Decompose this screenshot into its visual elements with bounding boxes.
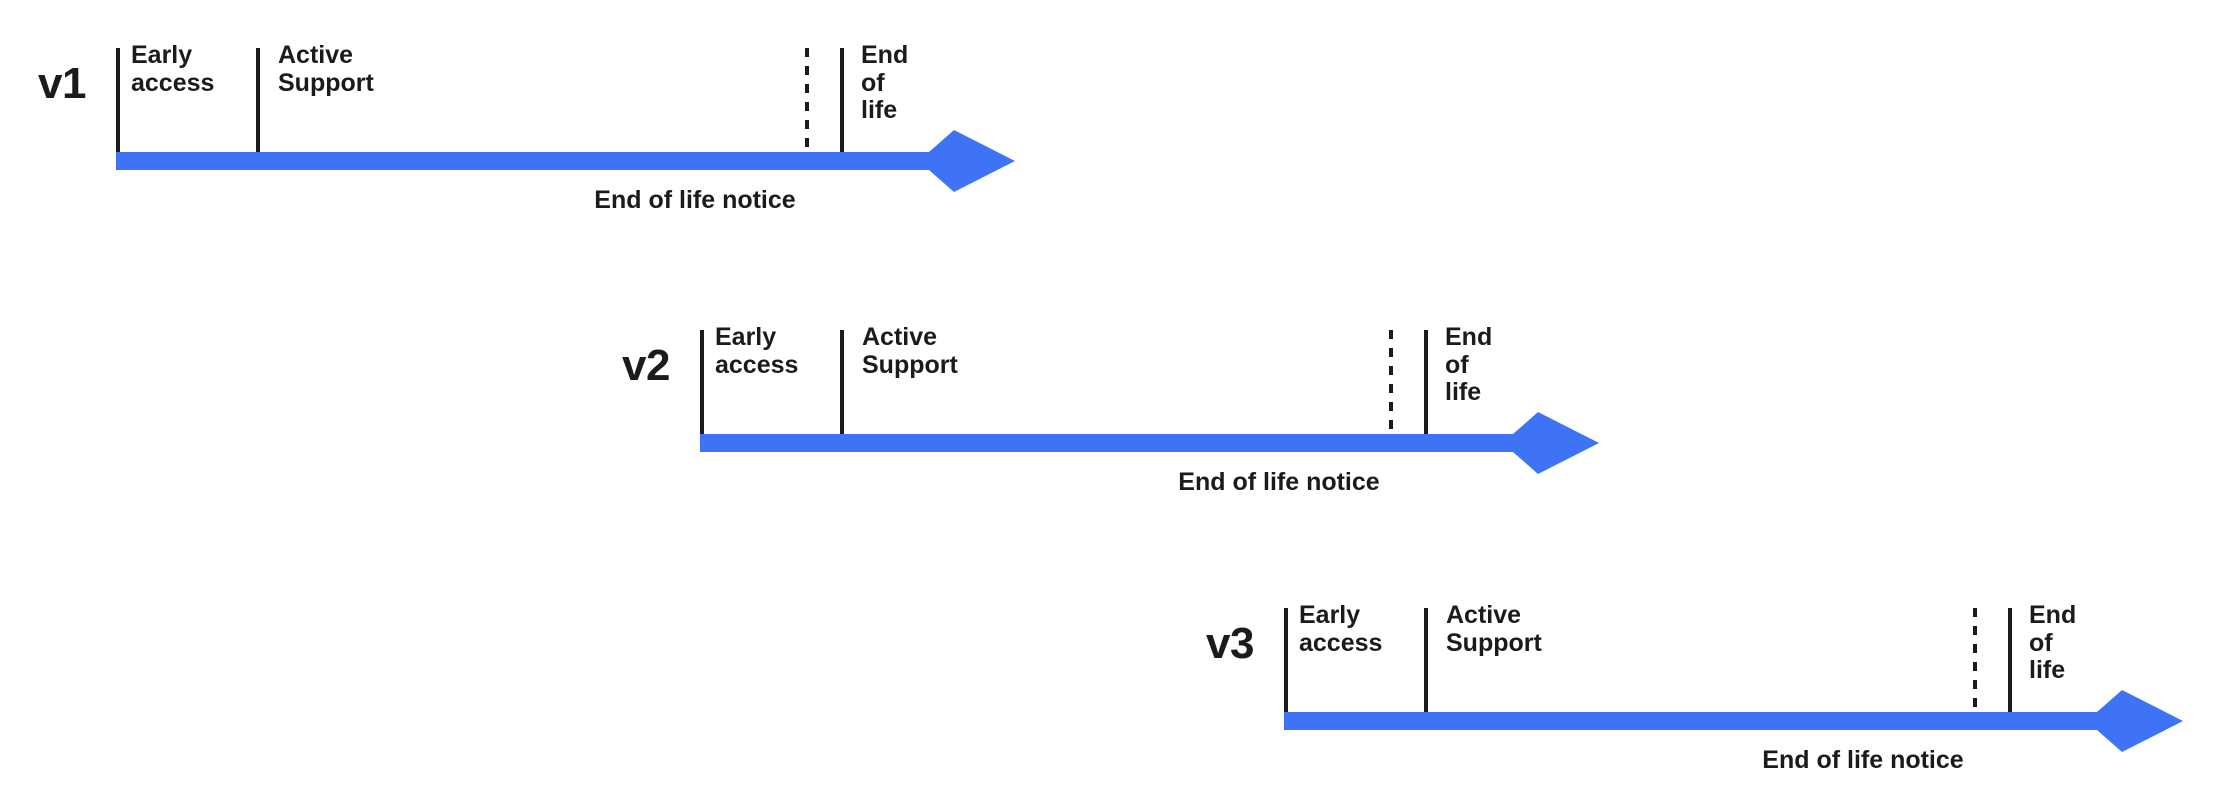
phase-label-early-access-v1: Early access [131,41,215,97]
tick-end-of-life-notice-v3 [1973,608,1977,713]
tick-early-access-start-v3 [1284,608,1288,713]
tick-end-of-life-start-v3 [2008,608,2012,713]
notice-label-end-of-life-notice-v2: End of life notice [1178,468,1380,496]
phase-label-early-access-v2: Early access [715,323,799,379]
notice-label-end-of-life-notice-v3: End of life notice [1762,746,1964,774]
phase-label-end-of-life-v2: End of life [1445,323,1493,406]
tick-end-of-life-start-v1 [840,48,844,153]
version-label-v3: v3 [1206,619,1254,668]
phase-label-end-of-life-v1: End of life [861,41,909,124]
phase-label-active-support-v1: Active Support [278,41,374,97]
timeline-arrow-v2 [700,412,1599,474]
phase-label-early-access-v3: Early access [1299,601,1383,657]
tick-early-access-start-v1 [116,48,120,153]
tick-active-support-start-v2 [840,330,844,435]
tick-active-support-start-v1 [256,48,260,153]
tick-early-access-start-v2 [700,330,704,435]
version-label-v2: v2 [622,341,670,390]
timeline-arrow-v1 [116,130,1015,192]
phase-label-end-of-life-v3: End of life [2029,601,2077,684]
timeline-arrow-v3 [1284,690,2183,752]
version-label-v1: v1 [38,59,86,108]
phase-label-active-support-v3: Active Support [1446,601,1542,657]
notice-label-end-of-life-notice-v1: End of life notice [594,186,796,214]
tick-end-of-life-start-v2 [1424,330,1428,435]
tick-end-of-life-notice-v2 [1389,330,1393,435]
tick-end-of-life-notice-v1 [805,48,809,153]
tick-active-support-start-v3 [1424,608,1428,713]
phase-label-active-support-v2: Active Support [862,323,958,379]
